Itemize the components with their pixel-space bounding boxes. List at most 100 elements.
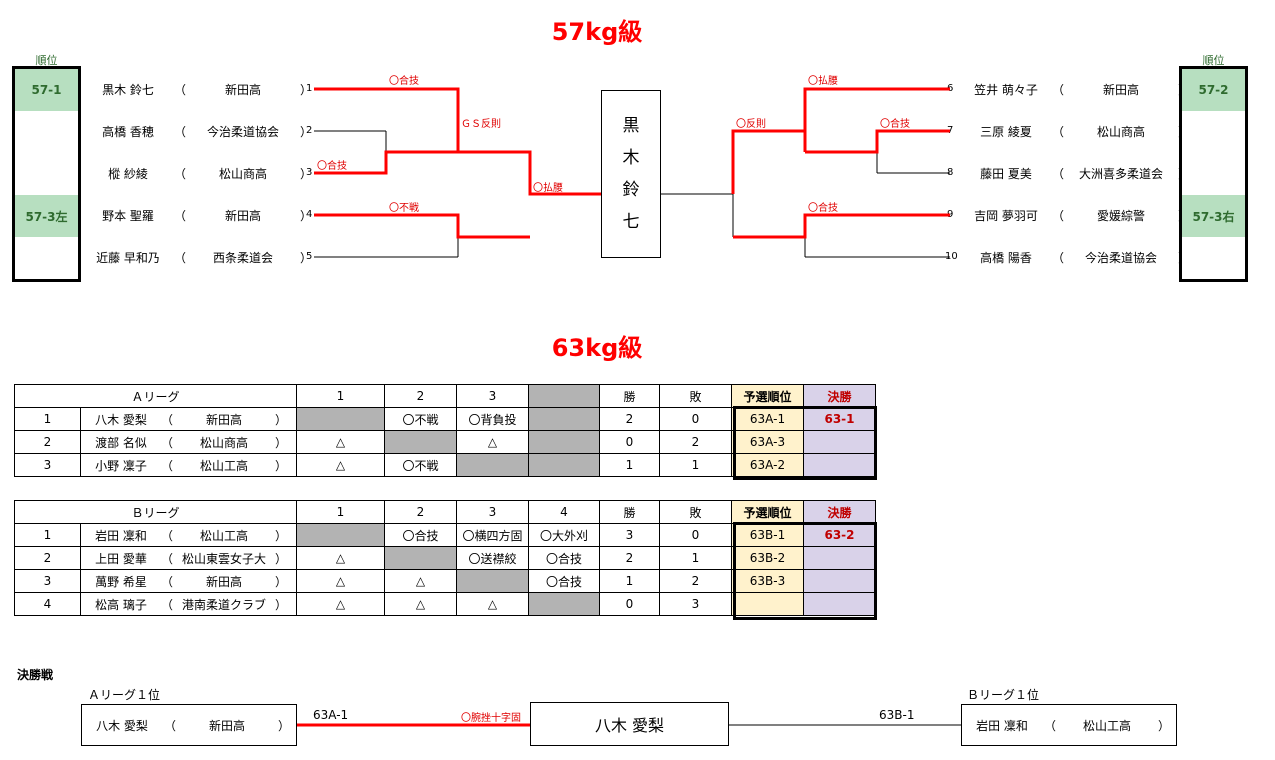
result-cell: 〇合技 [528,569,600,593]
bracket-lines-57kg [314,87,950,258]
result-semi-right: 〇反則 [736,119,766,130]
result-cell [528,592,600,616]
result-match-3: 〇合技 [317,161,347,172]
paren-close: ） [274,412,287,427]
col-header-prelim: 予選順位 [731,384,804,408]
paren-open: （ [173,124,186,139]
prelim-rank: 63A-2 [731,453,804,477]
paren-close: ） [299,250,312,265]
rank-cell-right-1: 57-2 [1182,69,1245,111]
league-name: Ｂリーグ [14,500,297,524]
player-name: 高橋 香穂 [102,124,154,139]
seed-number-2: 2 [306,125,313,136]
player-name: 松高 璃子 [95,597,147,612]
paren-open: （ [160,435,173,450]
paren-close: ） [274,528,287,543]
final-rank: 63-1 [803,407,876,431]
final-winner-box: 八木 愛梨 [530,702,729,746]
player-team: 新田高 [205,574,242,589]
player-name: 八木 愛梨 [96,718,148,733]
player-team: 松山工高 [199,458,248,473]
player-name: 野本 聖羅 [102,208,154,223]
col-header-final: 決勝 [803,500,876,524]
paren-open: （ [160,458,173,473]
player-team: 松山東雲女子大 [181,551,266,566]
final-b-player: 岩田 凜和 （ 松山工高 ） [961,704,1177,746]
paren-close: ） [1177,208,1190,223]
player-team: 松山商高 [1096,124,1145,139]
player-left-3: 樅 紗綾 （ 松山商高 ） [84,163,314,183]
player-team: 今治柔道協会 [206,124,279,139]
paren-open: （ [1043,718,1056,733]
rank-label-left: 順位 [35,54,58,67]
result-match-7: 〇合技 [880,119,910,130]
loss-count: 1 [659,453,732,477]
paren-open: （ [173,250,186,265]
player-team: 港南柔道クラブ [181,597,266,612]
player-name: 高橋 陽香 [980,250,1032,265]
win-line [733,213,950,239]
rank-label-right: 順位 [1202,54,1225,67]
champion-box-57kg: 黒 木 鈴 七 [601,90,661,258]
row-no: 1 [14,523,81,547]
paren-open: （ [160,528,173,543]
player-name: 岩田 凜和 [95,528,147,543]
result-cell [528,430,600,454]
title-57kg: 57kg級 [551,18,643,46]
player-right-5: 高橋 陽香 （ 今治柔道協会 ） [962,247,1192,267]
table-row: 1 八木 愛梨（新田高） 〇不戦 〇背負投 2 0 63A-1 63-1 [14,407,876,431]
paren-close: ） [1177,166,1190,181]
paren-close: ） [274,458,287,473]
prelim-rank: 63B-1 [731,523,804,547]
rank-cell-left-4: 57-3左 [15,195,78,237]
seed-number-10: 10 [945,251,958,262]
player-team: 今治柔道協会 [1084,250,1157,265]
league-b-table: Ｂリーグ 1 2 3 4 勝 敗 予選順位 決勝 1 岩田 凜和（松山工高） 〇… [14,500,876,616]
player-team: 愛媛綜警 [1096,208,1145,223]
win-line [731,129,805,194]
final-a-code: 63A-1 [313,708,349,722]
paren-open: （ [160,574,173,589]
paren-close: ） [274,574,287,589]
paren-open: （ [1051,208,1064,223]
result-match-6: 〇払腰 [808,76,838,87]
result-cell: 〇不戦 [384,407,457,431]
player-name: 笠井 萌々子 [974,82,1038,97]
result-final-left: 〇払腰 [533,183,563,194]
result-cell: 〇不戦 [384,453,457,477]
win-count: 2 [599,407,660,431]
paren-open: （ [160,551,173,566]
player-team: 松山工高 [1082,718,1131,733]
result-match-1: 〇合技 [389,76,419,87]
league-name: Ａリーグ [14,384,297,408]
player-left-4: 野本 聖羅 （ 新田高 ） [84,205,314,225]
player-team: 西条柔道会 [212,250,273,265]
champion-char: 七 [622,212,640,232]
rank-cell-left-1: 57-1 [15,69,78,111]
result-cell: △ [384,569,457,593]
paren-close: ） [277,718,290,733]
paren-open: （ [173,82,186,97]
final-result: 〇腕挫十字固 [461,713,521,724]
player-name: 吉岡 夢羽可 [974,208,1038,223]
result-cell: △ [296,592,385,616]
win-count: 1 [599,453,660,477]
player-team: 新田高 [1102,82,1139,97]
col-header: 1 [296,384,385,408]
paren-close: ） [299,124,312,139]
player-right-2: 三原 綾夏 （ 松山商高 ） [962,121,1192,141]
col-header-final: 決勝 [803,384,876,408]
paren-close: ） [1177,124,1190,139]
champion-char: 黒 [622,116,640,136]
player-name: 三原 綾夏 [980,124,1032,139]
player-name: 藤田 夏美 [980,166,1032,181]
player-left-2: 高橋 香穂 （ 今治柔道協会 ） [84,121,314,141]
result-cell [456,453,529,477]
win-line [314,213,530,239]
seed-number-3: 3 [306,167,313,178]
paren-close: ） [299,166,312,181]
win-count: 0 [599,430,660,454]
result-semi-left: ＧＳ反則 [461,119,501,130]
player-team: 松山商高 [218,166,267,181]
paren-close: ） [1177,250,1190,265]
